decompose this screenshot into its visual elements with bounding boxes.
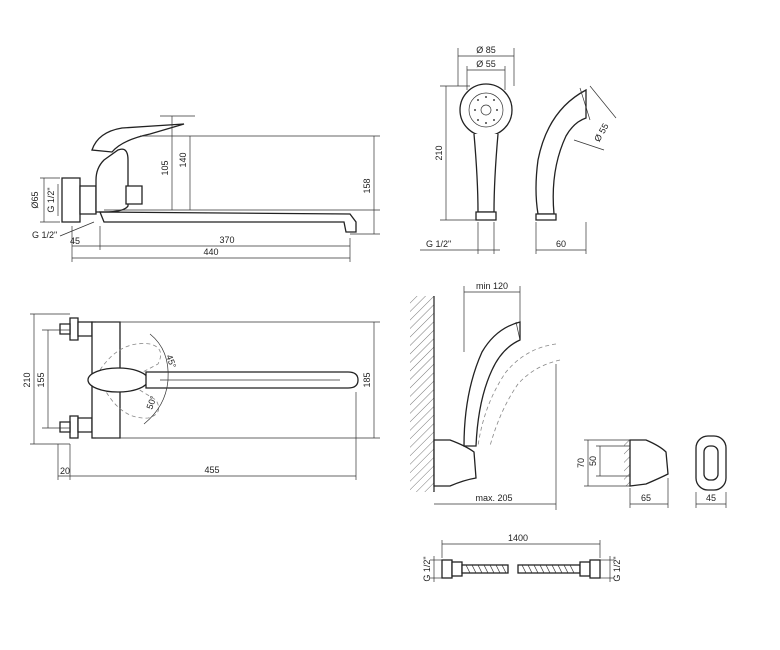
angle-50: 50° — [144, 394, 158, 411]
dim-g-half-bottom: G 1/2" — [32, 230, 57, 240]
dim-105: 105 — [160, 160, 170, 175]
dim-140: 140 — [178, 152, 188, 167]
dim-d55: Ø 55 — [476, 59, 496, 69]
dim-side-d55: Ø 55 — [592, 122, 610, 144]
dim-210-top: 210 — [22, 372, 32, 387]
dim-max-205: max. 205 — [475, 493, 512, 503]
dim-d65: Ø65 — [30, 191, 40, 208]
dim-45-holder: 45 — [706, 493, 716, 503]
dim-1400: 1400 — [508, 533, 528, 543]
dim-min-120: min 120 — [476, 281, 508, 291]
dim-45-side: 45 — [70, 236, 80, 246]
hose-view: 1400 G 1/2" G 1/2" — [422, 533, 622, 582]
angle-45: 45° — [164, 353, 178, 370]
dim-g-right-hose: G 1/2" — [612, 556, 622, 581]
dim-455: 455 — [204, 465, 219, 475]
dim-g-half-left: G 1/2" — [46, 187, 56, 212]
hand-shower-view: Ø 85 Ø 55 210 G 1/2" 60 Ø 55 — [420, 45, 617, 254]
holder-detail-view: 70 50 65 45 — [576, 435, 727, 508]
dim-65: 65 — [641, 493, 651, 503]
dim-185: 185 — [362, 372, 372, 387]
dim-60: 60 — [556, 239, 566, 249]
dim-50: 50 — [588, 456, 598, 466]
dim-d85: Ø 85 — [476, 45, 496, 55]
mixer-side-view: Ø65 G 1/2" G 1/2" 45 105 140 158 370 440 — [30, 115, 380, 262]
dim-g-left-hose: G 1/2" — [422, 556, 432, 581]
dim-155: 155 — [36, 372, 46, 387]
dim-158: 158 — [362, 178, 372, 193]
dim-210-shower: 210 — [434, 145, 444, 160]
holder-wall-view: min 120 max. 205 — [410, 281, 561, 510]
dim-70: 70 — [576, 458, 586, 468]
dim-370: 370 — [219, 235, 234, 245]
dim-440: 440 — [203, 247, 218, 257]
dim-g-half-shower: G 1/2" — [426, 239, 451, 249]
dim-20: 20 — [60, 466, 70, 476]
mixer-top-view: 210 155 185 20 455 45° 50° — [22, 313, 380, 480]
